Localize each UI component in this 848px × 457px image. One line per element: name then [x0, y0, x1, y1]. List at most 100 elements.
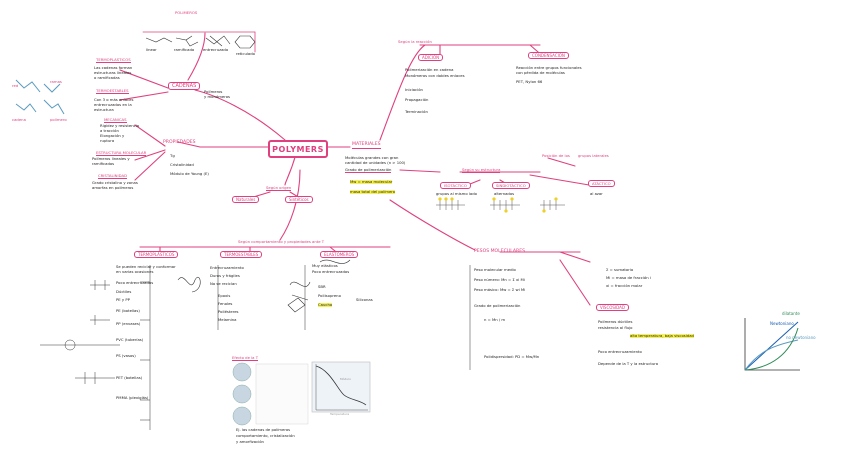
viscosity-highlight: alta temperatura, baja viscosidad [630, 333, 694, 338]
props-list-3: Módulo de Young (E) [170, 171, 209, 176]
col-thermoplastic: TERMOPLÁSTICOS [134, 251, 179, 258]
thermoplastic-item-4: Dúctiles [116, 289, 132, 294]
props-list-2: Cristalinidad [170, 162, 194, 167]
thermoplastic-item-5: PE y PP [116, 297, 130, 302]
props-group-1-item-2: a tracción [100, 128, 119, 133]
image-caption-branched: ramificado [174, 47, 195, 52]
props-group-1-item-3: Elongación y [100, 133, 125, 138]
props-group-1-item-1: Rigidez y resistencia [100, 123, 140, 128]
props-group-2-item-1: Polímeros lineales y [92, 156, 130, 161]
col-thermoset: TERMOESTABLES [220, 251, 263, 258]
materials-node: MATERIALES [352, 142, 381, 149]
thermoset-item-3: No se reciclan [210, 281, 237, 286]
cadenas-item-desc-2a: Con 3 o más enlaces [94, 97, 134, 102]
thermoplastic-item-11: PMMA (plexiglás) [116, 395, 149, 400]
weights-item-4: Grado de polimerización [474, 303, 521, 308]
tacticity-desc-3: al azar [590, 191, 603, 196]
weights-item-5: n = Mn / m [484, 317, 506, 322]
image-caption-network: reticulado [236, 51, 255, 56]
image-caption-linear: linear [146, 47, 157, 52]
viscosity-graph-label-2: no newtoniano [786, 335, 816, 340]
props-group-1-item-4: ruptura [100, 138, 115, 143]
tacticity-isotactic: ISOTÁCTICO [440, 182, 471, 189]
side-image-caption-2: polímero [50, 117, 67, 122]
weights-item-6: Polidispersidad: PD = Mw/Mn [484, 354, 540, 359]
center-node: POLYMERS [268, 140, 328, 158]
thermoplastic-item-1: Se pueden reciclar y conformar [116, 264, 176, 269]
condensacion-node: CONDENSACIÓN [528, 52, 569, 59]
adicion-node: ADICIÓN [418, 54, 444, 61]
cadenas-item-desc-2c: estructura [94, 107, 114, 112]
props-group-title-3: CRISTALINIDAD [98, 173, 128, 179]
props-list-1: Tg [170, 153, 175, 158]
weights-right-2: Mi = masa de fracción i [606, 275, 651, 280]
thermoset-item-7: Melamina [218, 317, 237, 322]
elastomer-item-1: Muy elásticos [312, 263, 338, 268]
elastomer-item-2: Poco entrecruzados [312, 269, 350, 274]
cadenas-item-desc-2b: entrecruzados en la [94, 102, 132, 107]
graph-caption-2: comportamiento, cristalización [236, 433, 295, 438]
adicion-item-3: Iniciación [405, 87, 423, 92]
thermoplastic-item-10: PET (botellas) [116, 375, 143, 380]
viscosity-graph-label-1: Newtoniano [770, 321, 794, 326]
thermoplastic-item-2: en varias ocasiones [116, 269, 154, 274]
materials-bullet-1: Moléculas grandes con gran [345, 155, 399, 160]
elastomer-item-5: Caucho [318, 302, 333, 307]
col-elastomer: ELASTÓMEROS [320, 251, 359, 258]
weights-item-3: Peso másico: Mw = Σ wi Mi [474, 287, 526, 292]
properties-node: PROPIEDADES [163, 140, 196, 145]
cadenas-note-2: y monómeros [204, 94, 231, 99]
condensacion-item-2: con pérdida de moléculas [516, 70, 565, 75]
adicion-item-1: Polimerización en cadena [405, 67, 454, 72]
adicion-item-2: Monómeros con dobles enlaces [405, 73, 465, 78]
thermoset-item-5: Fenoles [218, 301, 233, 306]
thermoset-item-4: Epoxis [218, 293, 231, 298]
thermoplastic-item-6: PE (botellas) [116, 308, 140, 313]
graph-title: Efecto de la T [232, 355, 259, 361]
cadenas-item-desc-1a: Las cadenas forman [94, 65, 133, 70]
cadenas-item-desc-1c: o ramificadas [94, 75, 120, 80]
tacticity-note-2: grupos laterales [578, 153, 609, 158]
side-image-caption-1: cadena [12, 117, 26, 122]
weights-right-3: xi = fracción molar [606, 283, 643, 288]
structure-title: Según su estructura [462, 167, 501, 173]
origin-title: Según origen [266, 185, 292, 191]
elastomer-item-6: Siliconas [356, 297, 373, 302]
thermoset-item-1: Entrecruzamiento [210, 265, 244, 270]
viscosity-item-4: Depende de la T y la estructura [598, 361, 659, 366]
adicion-item-5: Terminación [405, 109, 428, 114]
props-group-3-item-1: Grado cristalino y zonas [92, 180, 138, 185]
condensacion-item-1: Reacción entre grupos funcionales [516, 65, 582, 70]
thermoset-item-6: Poliésteres [218, 309, 239, 314]
materials-highlight-2: masa total del polímero [350, 189, 396, 194]
materials-bullet-3: Grado de polimerización [345, 167, 392, 173]
cadenas-item-desc-1b: estructuras lineales [94, 70, 132, 75]
viscosity-item-2: resistencia al flujo [598, 325, 633, 330]
thermoplastic-item-7: PP (envases) [116, 321, 141, 326]
props-group-2-item-2: ramificados [92, 161, 115, 166]
origin-synthetic: Sintéticos [285, 196, 313, 203]
thermoplastic-item-3: Poco entrecruzados [116, 280, 154, 285]
graph-caption-1: Ej. las cadenas de polímeros [236, 427, 291, 432]
origin-natural: Naturales [232, 196, 260, 203]
tacticity-desc-2: alternados [494, 191, 515, 196]
weights-item-2: Peso número: Mn = Σ xi Mi [474, 277, 525, 282]
viscosity-item-1: Polímeros dúctiles [598, 319, 633, 324]
graph-y-label: Módulo [340, 377, 351, 381]
graph-caption-3: y amorfización [236, 439, 264, 444]
graph-x-label: Temperatura [330, 412, 350, 416]
thermoset-item-2: Duros y frágiles [210, 273, 240, 278]
image-caption-crosslinked: entrecruzado [203, 47, 229, 52]
props-group-title-1: MECANICAS [104, 117, 127, 123]
materials-highlight-1: Mw = masa molecular [350, 179, 393, 184]
viscosity-node: VISCOSIDAD [596, 304, 629, 311]
viscosity-item-3: Poco entrecruzamiento [598, 349, 642, 354]
thermoplastic-item-8: PVC (tuberías) [116, 337, 144, 342]
viscosity-graph-label-3: dilatante [782, 311, 800, 316]
props-group-title-2: ESTRUCTURA MOLECULAR [96, 150, 147, 156]
weights-right-1: Σ = sumatorio [606, 267, 634, 272]
weights-node: PESOS MOLECULARES [474, 249, 526, 254]
tacticity-note-1: Posición de los [542, 153, 570, 158]
